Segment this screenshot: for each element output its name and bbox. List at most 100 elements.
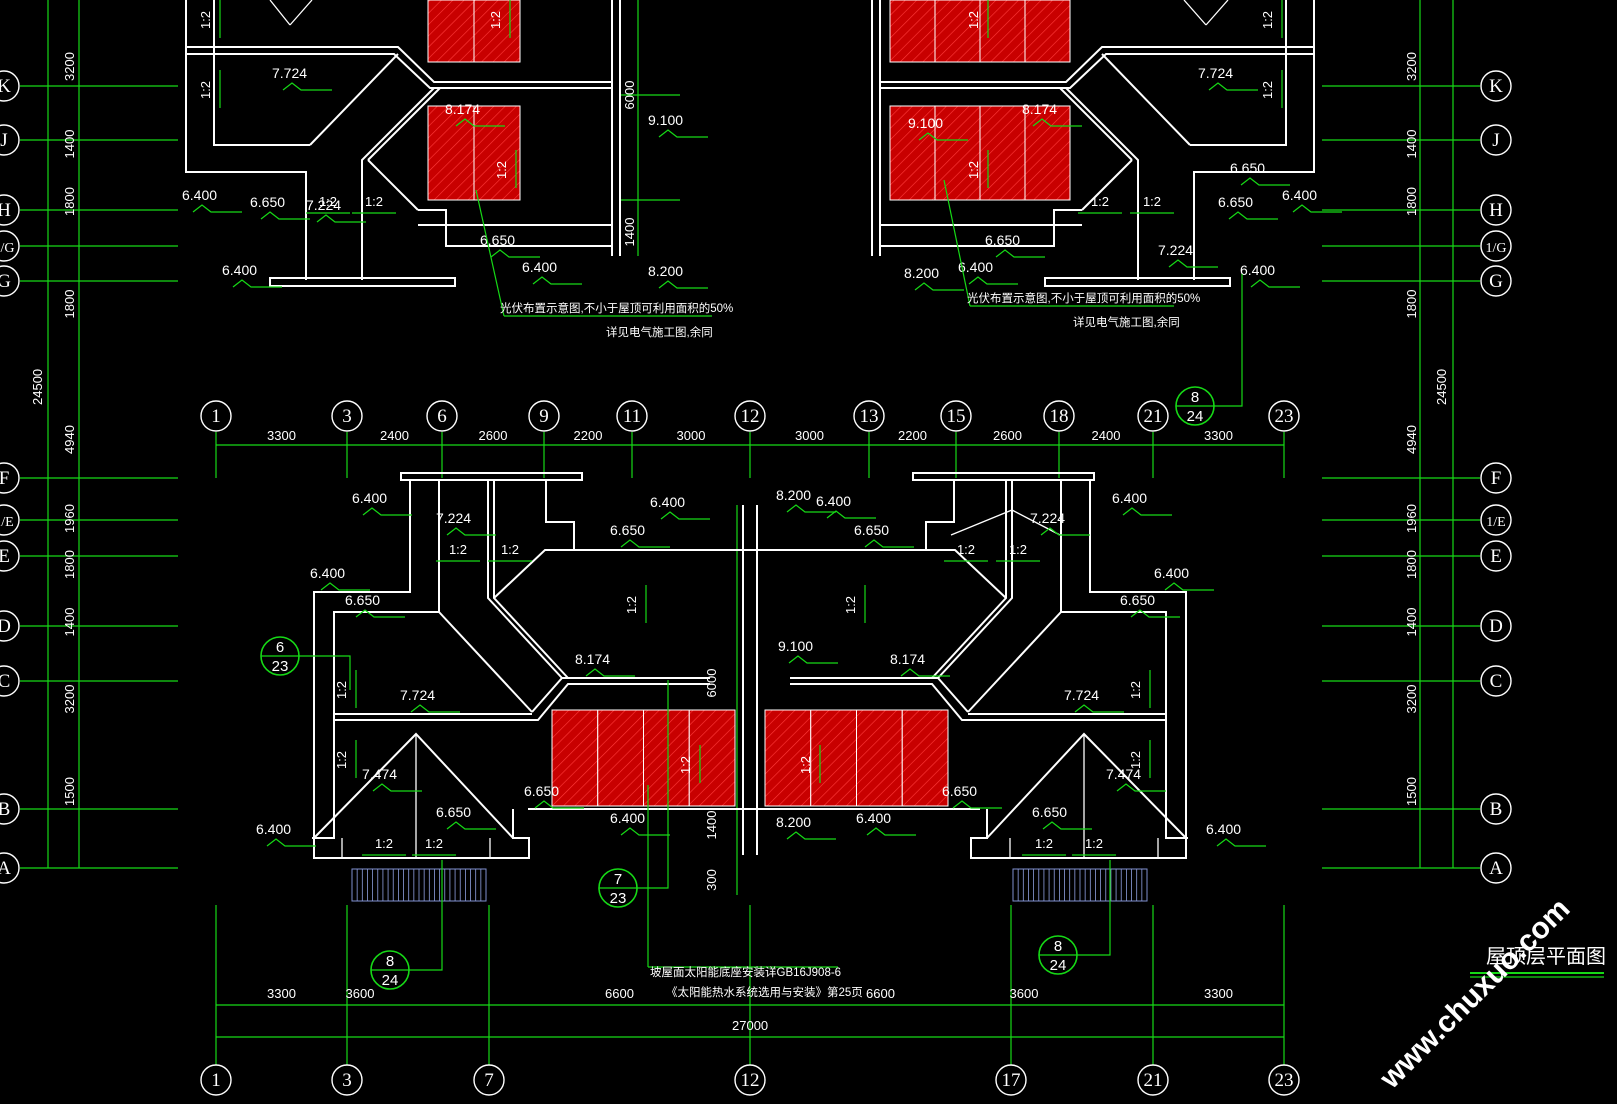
axis-left-E: E xyxy=(0,540,20,572)
elevation-mark-47: 6.400 xyxy=(856,810,916,836)
elevation-value: 7.724 xyxy=(1064,687,1099,703)
elevation-mark-19: 6.400 xyxy=(958,259,1018,285)
slope-value: 1:2 xyxy=(1143,194,1161,209)
elevation-value: 6.650 xyxy=(250,194,285,210)
axis-left-A-label: A xyxy=(0,858,11,879)
dim-centre-4: 300 xyxy=(704,869,719,891)
elevation-value: 9.100 xyxy=(648,112,683,128)
elevation-value: 6.650 xyxy=(985,232,1020,248)
detail-7-23: 723 xyxy=(598,868,638,908)
detail-6-23-sheet: 23 xyxy=(272,658,289,675)
dim-bottom-1: 3600 xyxy=(346,986,375,1001)
upper-left-roof-outline xyxy=(185,0,621,287)
pv-note-left-line2: 详见电气施工图,余同 xyxy=(606,325,713,339)
slope-value: 1:2 xyxy=(966,11,981,29)
elevation-value: 7.224 xyxy=(1030,510,1065,526)
axis-top-9: 9 xyxy=(528,400,560,432)
slope-value: 1:2 xyxy=(1091,194,1109,209)
detail-7-23-num: 7 xyxy=(614,871,622,888)
axis-top-6-label: 6 xyxy=(437,406,447,427)
elevation-value: 7.724 xyxy=(1198,65,1233,81)
axis-right-1-G-label: 1/G xyxy=(1486,241,1507,256)
elevation-mark-38: 7.724 xyxy=(1064,687,1124,713)
dim-right-9: 1500 xyxy=(1404,777,1419,806)
elevation-value: 6.400 xyxy=(958,259,993,275)
dim-top-5: 3000 xyxy=(795,428,824,443)
total-dimension-right: 24500 xyxy=(1434,369,1449,405)
elevation-value: 7.474 xyxy=(1106,766,1141,782)
dim-left-1: 1400 xyxy=(62,130,77,159)
elevation-mark-17: 7.224 xyxy=(1158,242,1218,268)
axis-top-11: 11 xyxy=(616,400,648,432)
elevation-value: 6.400 xyxy=(352,490,387,506)
elevation-mark-12: 9.100 xyxy=(908,115,968,141)
elevation-value: 6.650 xyxy=(436,804,471,820)
elevation-value: 7.724 xyxy=(272,65,307,81)
elevation-mark-22: 7.224 xyxy=(436,510,496,536)
axis-left-B: B xyxy=(0,793,20,825)
main-roof-outline xyxy=(312,472,1188,902)
elevation-mark-44: 6.650 xyxy=(1032,804,1092,830)
dim-bottom-3: 6600 xyxy=(866,986,895,1001)
elevation-mark-30: 6.400 xyxy=(310,565,370,591)
elevation-value: 9.100 xyxy=(778,638,813,654)
dim-top-2: 2600 xyxy=(479,428,508,443)
slope-value: 1:2 xyxy=(678,756,693,774)
slope-value: 1:2 xyxy=(1035,836,1053,851)
detail-7-23-sheet: 23 xyxy=(610,890,627,907)
drawing-title: 屋顶层平面图 xyxy=(1486,946,1606,968)
axis-left-J: J xyxy=(0,124,20,156)
elevation-value: 6.650 xyxy=(942,783,977,799)
axis-right-C-label: C xyxy=(1490,671,1503,692)
elevation-mark-48: 6.400 xyxy=(256,821,316,847)
axis-right-J: J xyxy=(1480,124,1512,156)
axis-right-1-E: 1/E xyxy=(1480,504,1512,536)
elevation-value: 6.650 xyxy=(524,783,559,799)
elevation-mark-14: 6.400 xyxy=(1282,187,1342,213)
axis-right-A-label: A xyxy=(1489,858,1503,879)
slope-mark-5: 1:2 xyxy=(306,194,350,214)
axis-left-C: C xyxy=(0,665,20,697)
axis-left-H-label: H xyxy=(0,200,11,221)
detail-6-23: 623 xyxy=(260,636,300,676)
slope-value: 1:2 xyxy=(798,756,813,774)
elevation-value: 8.200 xyxy=(776,487,811,503)
elevation-value: 6.400 xyxy=(182,187,217,203)
dim-top-0: 3300 xyxy=(267,428,296,443)
axis-bottom-23: 23 xyxy=(1268,1064,1300,1096)
elevation-value: 8.174 xyxy=(575,651,610,667)
elevation-value: 6.650 xyxy=(480,232,515,248)
slope-value: 1:2 xyxy=(375,836,393,851)
slope-mark-6: 1:2 xyxy=(1260,70,1283,108)
slope-mark-20: 1:2 xyxy=(334,740,357,778)
dim-top-7: 2600 xyxy=(993,428,1022,443)
upper-left-solar-panels xyxy=(427,0,521,201)
elevation-mark-37: 7.724 xyxy=(400,687,460,713)
elevation-value: 6.400 xyxy=(1282,187,1317,203)
dim-right-4: 4940 xyxy=(1404,425,1419,454)
slope-mark-23: 1:2 xyxy=(798,745,821,783)
slope-mark-14: 1:2 xyxy=(944,542,988,562)
slope-mark-3: 1:2 xyxy=(488,0,511,38)
axis-right-D: D xyxy=(1480,610,1512,642)
dim-bottom-5: 3300 xyxy=(1204,986,1233,1001)
pv-note-right-line2: 详见电气施工图,余同 xyxy=(1073,315,1180,329)
axis-bottom-12: 12 xyxy=(734,1064,766,1096)
pv-note-right-line1: 光伏布置示意图,不小于屋顶可利用面积的50% xyxy=(967,291,1200,305)
slope-value: 1:2 xyxy=(334,681,349,699)
slope-value: 1:2 xyxy=(449,542,467,557)
elevation-mark-7: 6.400 xyxy=(522,259,582,285)
slope-mark-8: 1:2 xyxy=(966,150,989,188)
elevation-mark-2: 7.224 xyxy=(306,197,366,223)
axis-right-G-label: G xyxy=(1489,271,1503,292)
elevation-value: 8.200 xyxy=(776,814,811,830)
dim-left-7: 1400 xyxy=(62,608,77,637)
dim-top-3: 2200 xyxy=(574,428,603,443)
elevation-mark-18: 8.200 xyxy=(904,265,964,291)
upper-right-roof-outline xyxy=(871,0,1315,287)
dim-left-3: 1800 xyxy=(62,290,77,319)
elevation-mark-20: 6.400 xyxy=(1240,262,1300,288)
axis-left-F-label: F xyxy=(0,468,9,489)
slope-value: 1:2 xyxy=(1260,81,1275,99)
